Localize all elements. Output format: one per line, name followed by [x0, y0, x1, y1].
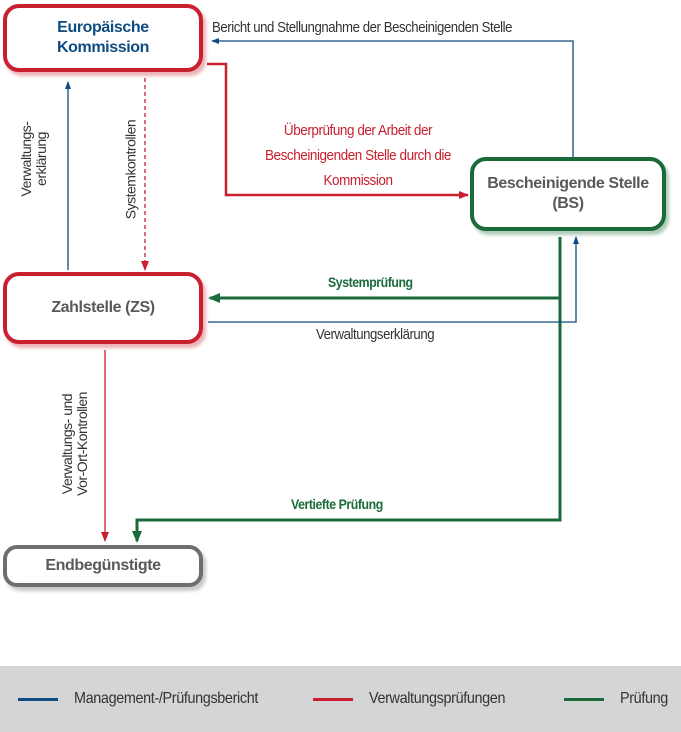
- edge-label-verwaltungserklaerung: Verwaltungserklärung: [316, 326, 435, 343]
- legend-swatch-blue: [18, 697, 58, 701]
- edge-bericht-line: [211, 38, 574, 157]
- node-ek-line2: Kommission: [56, 39, 150, 56]
- legend-item-management-bericht: Management-/Prüfungsbericht: [18, 690, 278, 708]
- legend: Management-/Prüfungsbericht Verwaltungsp…: [0, 666, 681, 732]
- node-ek-line1: Europäische: [57, 19, 149, 36]
- edge-label-systemkontrollen: Systemkontrollen: [122, 119, 139, 220]
- legend-label: Verwaltungsprüfungen: [369, 690, 506, 707]
- node-bescheinigende-stelle: Bescheinigende Stelle (BS): [470, 157, 666, 231]
- node-bs-line2: (BS): [552, 195, 584, 212]
- edge-label-verwaltungserklaerung-vertical-line2: erklärung: [33, 132, 49, 186]
- node-zahlstelle: Zahlstelle (ZS): [3, 272, 203, 344]
- edge-label-verwaltungserklaerung-vertical-line1: Verwaltungs-: [18, 121, 34, 197]
- edge-verwaltungserklaerung-line: [208, 236, 579, 323]
- edge-label-systempruefung: Systemprüfung: [328, 274, 413, 290]
- legend-label: Prüfung: [620, 690, 668, 707]
- edge-vertiefte-pruefung-line: [132, 298, 562, 543]
- legend-swatch-green: [564, 697, 604, 701]
- edge-label-bericht: Bericht und Stellungnahme der Bescheinig…: [212, 19, 513, 36]
- node-zs-label: Zahlstelle (ZS): [51, 299, 155, 316]
- legend-label: Management-/Prüfungsbericht: [74, 690, 258, 707]
- edge-ueberpruefung-line: [207, 62, 469, 199]
- node-bs-line1: Bescheinigende Stelle: [487, 175, 649, 192]
- node-endbeguenstigte: Endbegünstigte: [3, 545, 203, 587]
- edge-label-verwaltungserklaerung-vertical: Verwaltungs- erklärung: [18, 104, 49, 214]
- node-eb-label: Endbegünstigte: [45, 557, 161, 574]
- edge-label-vertiefte-pruefung: Vertiefte Prüfung: [291, 496, 383, 512]
- legend-item-verwaltungspruefungen: Verwaltungsprüfungen: [313, 690, 520, 708]
- legend-item-pruefung: Prüfung: [564, 690, 673, 708]
- edge-label-vor-ort-line2: Vor-Ort-Kontrollen: [74, 392, 90, 496]
- node-europaeische-kommission: Europäische Kommission: [3, 4, 203, 72]
- edge-label-ueberpruefung: Überprüfung der Arbeit der Bescheinigend…: [265, 122, 451, 189]
- legend-swatch-red: [313, 697, 353, 701]
- edge-label-vor-ort-kontrollen: Verwaltungs- und Vor-Ort-Kontrollen: [59, 379, 90, 509]
- edge-label-vor-ort-line1: Verwaltungs- und: [59, 393, 75, 495]
